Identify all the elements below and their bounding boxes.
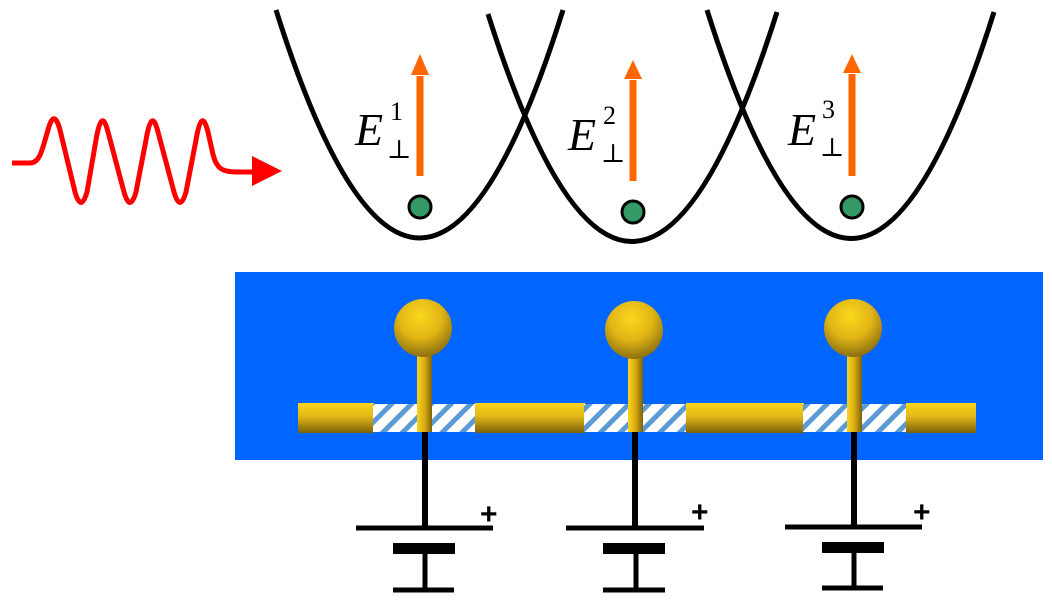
potential-well-1 <box>273 9 566 241</box>
well-1-contents: E 1 ⊥ <box>354 54 433 220</box>
battery-plate-negative-3 <box>822 542 884 553</box>
incoming-wave <box>12 116 282 205</box>
gate-stem-2 <box>628 352 643 432</box>
potential-well-2 <box>485 11 780 244</box>
gate-electrode-1 <box>394 299 452 432</box>
gate-bar-segment <box>298 403 374 433</box>
energy-label-1: E <box>354 104 383 155</box>
well-3-contents: E 3 ⊥ <box>787 54 865 220</box>
particle-3 <box>839 194 865 220</box>
battery-plate-negative-2 <box>603 543 665 554</box>
energy-label-2: E <box>567 109 596 160</box>
energy-subscript-1: ⊥ <box>387 135 411 165</box>
battery-plus-3: + <box>913 496 931 529</box>
particle-2 <box>620 199 646 225</box>
gate-ball-3 <box>824 299 882 357</box>
particle-1 <box>407 194 433 220</box>
battery-plus-2: + <box>691 496 709 529</box>
energy-label-3: E <box>787 104 816 155</box>
energy-subscript-3: ⊥ <box>820 133 844 163</box>
gate-stem-1 <box>417 350 432 432</box>
gate-bar-segment <box>686 403 804 433</box>
energy-subscript-2: ⊥ <box>601 139 625 169</box>
gate-stem-3 <box>847 350 862 432</box>
battery-1: + <box>356 432 498 593</box>
energy-arrowhead-1-icon <box>411 54 429 75</box>
battery-plus-1: + <box>480 498 498 531</box>
energy-superscript-2: 2 <box>603 101 616 130</box>
gate-bar-segment <box>475 403 585 433</box>
gate-ball-2 <box>605 301 663 359</box>
well-2-contents: E 2 ⊥ <box>567 60 646 225</box>
energy-arrowhead-2-icon <box>624 60 642 79</box>
gate-bar-segment <box>906 403 976 433</box>
gate-electrode-2 <box>605 301 663 432</box>
battery-2: + <box>566 432 709 593</box>
gate-ball-1 <box>394 299 452 357</box>
wave-arrowhead-icon <box>252 156 282 186</box>
energy-superscript-3: 3 <box>822 95 835 124</box>
energy-superscript-1: 1 <box>390 97 403 126</box>
potential-well-3 <box>704 9 997 241</box>
battery-3: + <box>785 432 931 591</box>
potential-wells <box>273 9 997 244</box>
wavy-arrow-icon <box>12 116 256 205</box>
battery-plate-negative-1 <box>393 543 455 554</box>
energy-arrowhead-3-icon <box>843 54 861 73</box>
gate-electrode-3 <box>824 299 882 432</box>
